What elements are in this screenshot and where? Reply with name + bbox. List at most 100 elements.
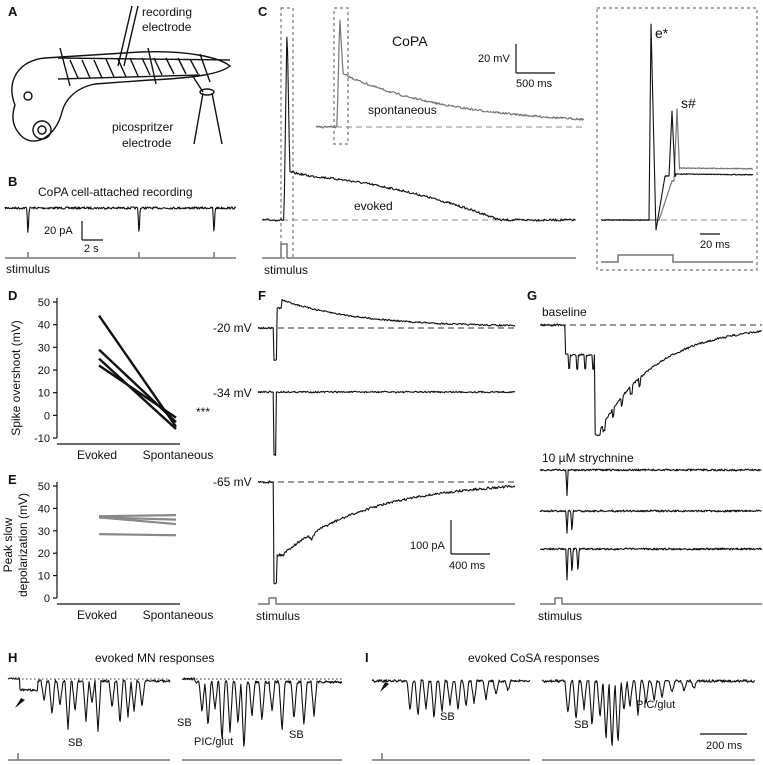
panel-f-v1: -20 mV xyxy=(213,321,252,335)
x-category-label: Spontaneous xyxy=(143,608,214,622)
picospritzer-electrode-label-line1: picospritzer xyxy=(112,120,173,134)
inset-s-label: s# xyxy=(681,95,696,111)
i-cosa-trace-1 xyxy=(371,679,531,718)
y-tick-label: 50 xyxy=(38,297,50,309)
y-tick-label: 40 xyxy=(38,503,50,515)
panel-f-scalebar: 100 pA 400 ms xyxy=(410,520,490,572)
panel-g-stimulus-label: stimulus xyxy=(538,609,582,623)
panel-b-stimulus-trace xyxy=(5,252,236,259)
picospritzer-electrode-label-line2: electrode xyxy=(122,136,172,150)
zebrafish-schematic xyxy=(11,47,232,142)
panel-h-sb1: SB xyxy=(68,737,83,749)
recording-electrode-label-line2: electrode xyxy=(142,20,192,34)
panel-b-scale-y: 20 pA xyxy=(44,225,73,237)
panel-f-scale-y: 100 pA xyxy=(410,540,446,552)
spontaneous-trace xyxy=(315,19,585,129)
panel-f-v2: -34 mV xyxy=(213,386,252,400)
arrowhead-icon-2 xyxy=(380,682,389,692)
panel-g: G baseline 10 µM strychnine stimulus xyxy=(527,288,762,623)
panel-e-chart: E Peak slow depolarization (mV) 01020304… xyxy=(1,472,213,622)
panel-c-stimulus-label: stimulus xyxy=(264,263,308,277)
panel-c-letter: C xyxy=(258,4,268,19)
inset-e-label: e* xyxy=(655,25,669,41)
panel-b-scalebar: 20 pA 2 s xyxy=(44,221,103,255)
panel-e-ylabel-line1: Peak slow xyxy=(1,517,15,572)
panel-i-sb2: SB xyxy=(574,719,589,731)
panel-i-scale-x: 200 ms xyxy=(706,740,743,752)
y-tick-label: 0 xyxy=(44,593,50,605)
panel-h-sb3: SB xyxy=(289,729,304,741)
panel-b-letter: B xyxy=(8,174,17,189)
x-category-label: Spontaneous xyxy=(143,448,214,462)
x-category-label: Evoked xyxy=(77,608,117,622)
y-tick-label: 10 xyxy=(38,388,50,400)
y-tick-label: 30 xyxy=(38,526,50,538)
zoom-box-evoked xyxy=(280,7,294,259)
h-mn-trace-2 xyxy=(181,677,343,747)
panel-c-stimulus-trace xyxy=(262,243,576,259)
y-tick-label: 50 xyxy=(38,481,50,493)
panel-f-v3: -65 mV xyxy=(213,475,252,489)
panel-b-stimulus-label: stimulus xyxy=(6,262,50,276)
g-strychnine-trace-2 xyxy=(539,509,762,534)
series-line xyxy=(98,357,177,430)
panel-i-sb1: SB xyxy=(440,711,455,723)
panel-c-cell-label: CoPA xyxy=(392,33,428,49)
panel-d-significance: *** xyxy=(196,405,210,419)
y-tick-label: -10 xyxy=(34,433,50,445)
panel-h-pic: PIC/glut xyxy=(194,736,233,748)
panel-i-letter: I xyxy=(365,650,369,665)
f-trace-minus65 xyxy=(257,480,516,585)
panel-h-title: evoked MN responses xyxy=(95,651,214,665)
panel-b-scale-x: 2 s xyxy=(84,243,99,255)
y-tick-label: 0 xyxy=(44,410,50,422)
panel-g-drug-label: 10 µM strychnine xyxy=(542,451,634,465)
panel-c-evoked-label: evoked xyxy=(354,199,393,213)
zoom-box-spontaneous xyxy=(333,7,349,145)
recording-electrode-label-line1: recording xyxy=(142,5,192,19)
f-trace-minus34 xyxy=(257,390,516,457)
panel-e-letter: E xyxy=(8,472,17,487)
panel-c-spontaneous-label: spontaneous xyxy=(368,103,437,117)
panel-h-letter: H xyxy=(8,650,17,665)
y-tick-label: 30 xyxy=(38,342,50,354)
panel-e-ylabel-line2: depolarization (mV) xyxy=(16,493,30,597)
panel-d-letter: D xyxy=(8,288,17,303)
series-line xyxy=(98,514,177,518)
panel-g-baseline-label: baseline xyxy=(542,305,587,319)
g-baseline-trace xyxy=(539,323,762,437)
panel-d-chart: D Spike overshoot (mV) *** -100102030405… xyxy=(8,288,213,462)
panel-h-sb2: SB xyxy=(177,717,192,729)
panel-i-stimulus-trace-1 xyxy=(372,753,530,761)
panel-i-title: evoked CoSA responses xyxy=(468,651,599,665)
evoked-trace xyxy=(261,36,576,222)
y-tick-label: 10 xyxy=(38,571,50,583)
series-line xyxy=(98,516,177,526)
panel-c-inset-box xyxy=(596,7,758,271)
panel-f-scale-x: 400 ms xyxy=(449,560,486,572)
arrowhead-icon xyxy=(15,698,25,708)
x-category-label: Evoked xyxy=(77,448,117,462)
recording-electrode: recording electrode xyxy=(117,5,192,67)
panel-c-scalebar: 20 mV 500 ms xyxy=(478,44,555,90)
panel-c-scale-y: 20 mV xyxy=(478,53,510,65)
panel-h-stimulus-trace-1 xyxy=(8,753,170,761)
i-cosa-trace-2 xyxy=(541,679,755,746)
panel-h: H evoked MN responses SB SB SB PIC/glut xyxy=(7,650,343,761)
panel-b-title: CoPA cell-attached recording xyxy=(38,185,193,199)
panel-f-letter: F xyxy=(258,288,266,303)
panel-g-stimulus-trace xyxy=(540,597,762,605)
picospritzer-electrode: picospritzer electrode xyxy=(112,74,223,150)
panel-a: A recording electrode picospritzer elect… xyxy=(8,4,232,150)
panel-f: F -20 mV -34 mV -65 mV 100 pA 400 ms sti… xyxy=(213,288,516,623)
panel-d-ylabel: Spike overshoot (mV) xyxy=(9,320,23,435)
f-trace-minus20 xyxy=(257,298,516,361)
panel-i-pic: PIC/glut xyxy=(636,699,675,711)
series-line xyxy=(98,533,177,537)
panel-i: I evoked CoSA responses SB SB PIC/glut 2… xyxy=(365,650,755,761)
series-line xyxy=(98,348,177,424)
panel-f-stimulus-label: stimulus xyxy=(256,609,300,623)
series-line xyxy=(98,364,177,419)
inset-stimulus-trace xyxy=(601,254,753,263)
